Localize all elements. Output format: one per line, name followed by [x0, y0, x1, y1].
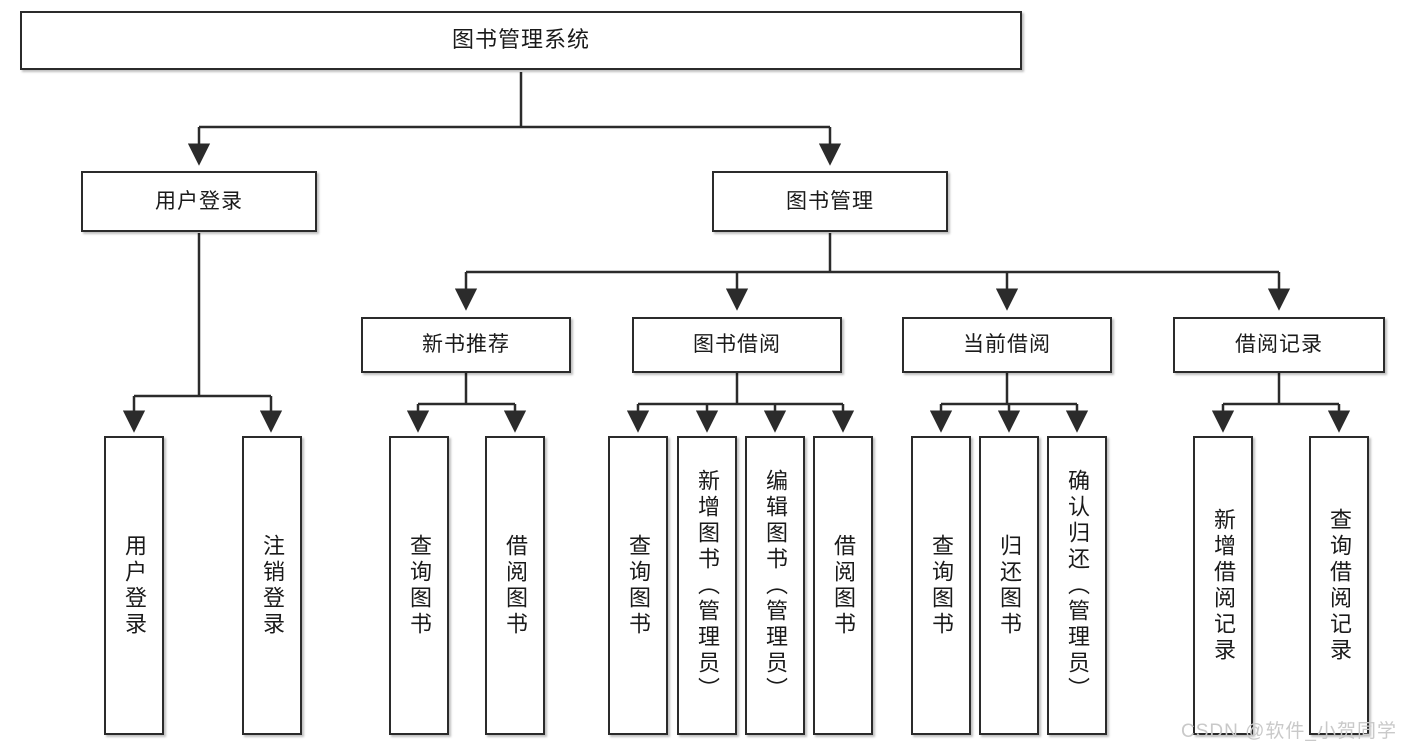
- leaf-borrow-book-label: 借阅图书: [831, 533, 856, 638]
- csdn-watermark: CSDN @软件_小贺同学: [1181, 721, 1397, 742]
- leaf-query-book-current-label: 查询图书: [929, 533, 954, 638]
- node-borrow-records[interactable]: 借阅记录: [1173, 317, 1385, 373]
- node-book-management[interactable]: 图书管理: [712, 171, 948, 232]
- node-user-login-label: 用户登录: [155, 189, 243, 213]
- leaf-query-book-borrow[interactable]: 查询图书: [608, 436, 668, 735]
- leaf-confirm-return-admin[interactable]: 确认归还（管理员）: [1047, 436, 1107, 735]
- node-root[interactable]: 图书管理系统: [20, 11, 1022, 70]
- leaf-borrow-book-recommend[interactable]: 借阅图书: [485, 436, 545, 735]
- leaf-add-borrow-record-label: 新增借阅记录: [1211, 507, 1236, 664]
- leaf-query-book-recommend[interactable]: 查询图书: [389, 436, 449, 735]
- leaf-add-book-admin[interactable]: 新增图书（管理员）: [677, 436, 737, 735]
- leaf-logout-label: 注销登录: [260, 533, 285, 638]
- node-current-borrow-label: 当前借阅: [963, 333, 1051, 357]
- leaf-return-book-label: 归还图书: [997, 533, 1022, 638]
- node-borrow-records-label: 借阅记录: [1235, 333, 1323, 357]
- leaf-logout[interactable]: 注销登录: [242, 436, 302, 735]
- node-user-login[interactable]: 用户登录: [81, 171, 317, 232]
- leaf-borrow-book-recommend-label: 借阅图书: [503, 533, 528, 638]
- leaf-query-book-recommend-label: 查询图书: [407, 533, 432, 638]
- node-book-borrow[interactable]: 图书借阅: [632, 317, 842, 373]
- leaf-borrow-book[interactable]: 借阅图书: [813, 436, 873, 735]
- leaf-user-login[interactable]: 用户登录: [104, 436, 164, 735]
- leaf-query-book-borrow-label: 查询图书: [626, 533, 651, 638]
- leaf-add-borrow-record[interactable]: 新增借阅记录: [1193, 436, 1253, 735]
- node-new-book-recommend[interactable]: 新书推荐: [361, 317, 571, 373]
- leaf-user-login-label: 用户登录: [122, 533, 147, 638]
- leaf-edit-book-admin-label: 编辑图书（管理员）: [763, 468, 788, 703]
- leaf-return-book[interactable]: 归还图书: [979, 436, 1039, 735]
- node-root-label: 图书管理系统: [451, 27, 590, 53]
- leaf-edit-book-admin[interactable]: 编辑图书（管理员）: [745, 436, 805, 735]
- node-book-management-label: 图书管理: [786, 189, 874, 213]
- node-new-book-recommend-label: 新书推荐: [422, 333, 510, 357]
- leaf-confirm-return-admin-label: 确认归还（管理员）: [1065, 468, 1090, 703]
- leaf-add-book-admin-label: 新增图书（管理员）: [695, 468, 720, 703]
- leaf-query-borrow-record[interactable]: 查询借阅记录: [1309, 436, 1369, 735]
- node-book-borrow-label: 图书借阅: [693, 333, 781, 357]
- leaf-query-borrow-record-label: 查询借阅记录: [1327, 507, 1352, 664]
- node-current-borrow[interactable]: 当前借阅: [902, 317, 1112, 373]
- leaf-query-book-current[interactable]: 查询图书: [911, 436, 971, 735]
